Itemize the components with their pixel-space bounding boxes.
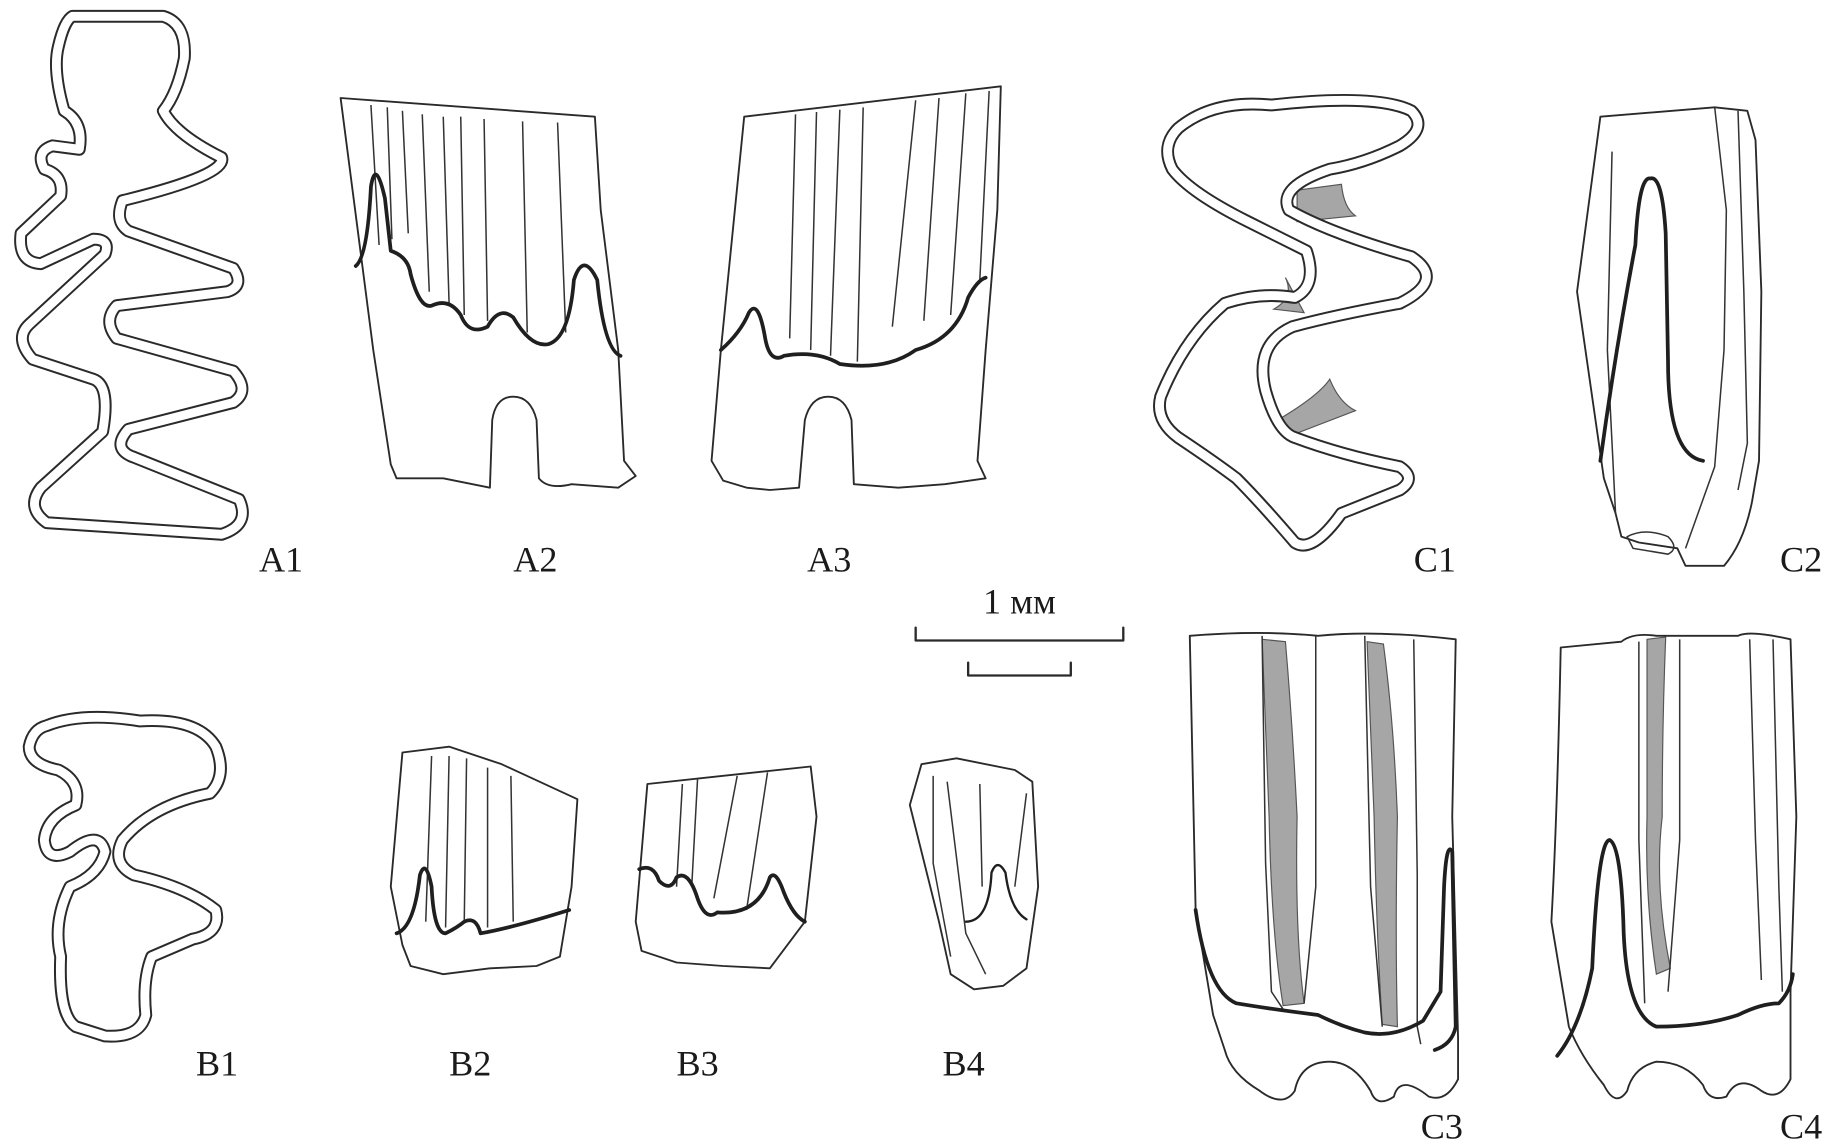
label-b4: B4 [942, 1044, 984, 1084]
label-c4: C4 [1780, 1107, 1822, 1147]
scale-bar: 1 мм [914, 582, 1125, 677]
drawing-c1-occlusal [1153, 93, 1433, 552]
drawing-c4-lateral [1550, 632, 1798, 1100]
label-b3: B3 [677, 1044, 719, 1084]
label-c1: C1 [1414, 540, 1456, 580]
scale-bar-label: 1 мм [983, 582, 1056, 622]
label-a1: A1 [259, 540, 303, 580]
label-a3: A3 [807, 540, 851, 580]
drawing-a2-lateral [339, 97, 637, 489]
label-b1: B1 [196, 1044, 238, 1084]
drawing-b4-lateral [908, 757, 1040, 991]
label-c2: C2 [1780, 540, 1822, 580]
drawing-b2-lateral [389, 745, 579, 976]
drawing-b3-lateral [634, 765, 818, 970]
drawing-a3-lateral [710, 85, 1002, 491]
drawing-c2-lateral [1576, 106, 1763, 567]
drawing-b1-occlusal [22, 710, 227, 1043]
label-a2: A2 [513, 540, 557, 580]
label-c3: C3 [1421, 1107, 1463, 1147]
drawing-a1-occlusal [14, 9, 249, 541]
label-b2: B2 [449, 1044, 491, 1084]
drawing-c3-lateral [1188, 631, 1460, 1103]
